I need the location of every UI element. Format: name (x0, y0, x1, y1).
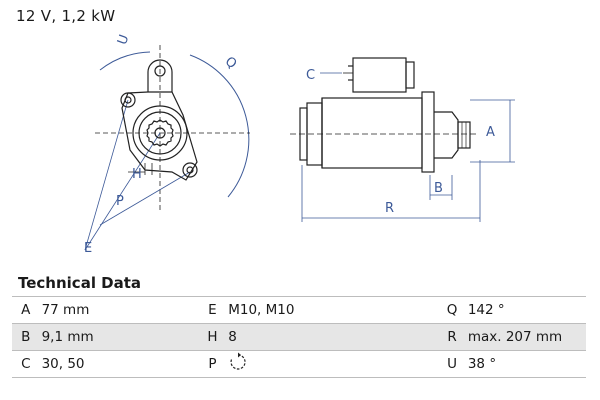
label-q: Q (222, 54, 239, 72)
spec-key: H (207, 329, 218, 345)
label-p: P (116, 194, 124, 209)
label-e: E (84, 241, 92, 256)
table-row: A 77 mm E M10, M10 Q 142 ° (12, 296, 586, 324)
spec-value: 30, 50 (41, 356, 85, 372)
table-row: B 9,1 mm H 8 R max. 207 mm (12, 323, 586, 351)
label-c: C (306, 68, 315, 83)
spec-key: B (21, 329, 31, 345)
label-a: A (486, 125, 495, 140)
spec-key: P (208, 356, 217, 372)
side-view (290, 57, 478, 173)
section-title: Technical Data (18, 274, 142, 292)
rotation-direction-icon (228, 352, 248, 376)
front-view (84, 45, 250, 251)
label-u: U (115, 33, 132, 47)
spec-value: max. 207 mm (467, 329, 563, 345)
label-h: H (132, 167, 142, 182)
spec-value: 9,1 mm (41, 329, 94, 345)
technical-data-table: A 77 mm E M10, M10 Q 142 ° B 9,1 mm H 8 … (12, 296, 586, 378)
rating-header: 12 V, 1,2 kW (16, 7, 116, 25)
table-row: C 30, 50 P U 38 ° (12, 350, 586, 378)
spec-value: 8 (228, 329, 237, 345)
spec-value: M10, M10 (228, 302, 295, 318)
label-r: R (385, 201, 394, 216)
side-view-dimensions (301, 72, 515, 222)
spec-key: Q (446, 302, 458, 318)
spec-value: 38 ° (467, 356, 497, 372)
spec-key: U (447, 356, 457, 372)
spec-key: R (447, 329, 457, 345)
spec-key: C (21, 356, 31, 372)
spec-value: 77 mm (41, 302, 90, 318)
spec-value: 142 ° (467, 302, 505, 318)
side-view-labels: C A B R (306, 68, 495, 216)
label-b: B (434, 181, 443, 196)
spec-key: A (21, 302, 31, 318)
starter-motor-drawing: U Q H P E (84, 33, 515, 256)
spec-value-icon-cell (226, 351, 438, 378)
spec-key: E (208, 302, 217, 318)
